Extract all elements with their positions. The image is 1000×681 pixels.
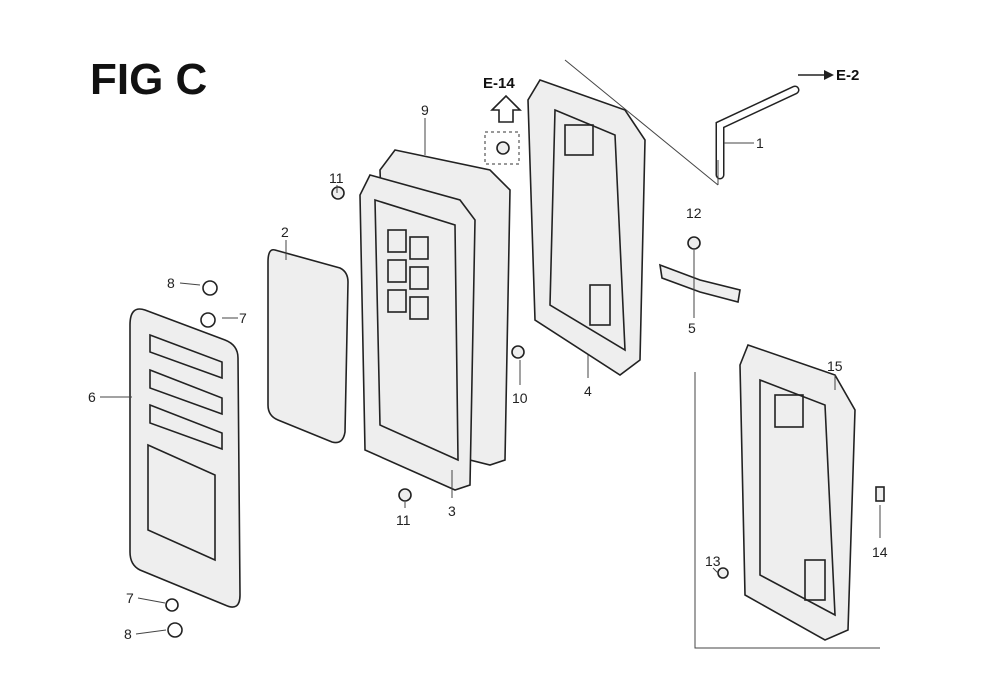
label-part-1: 1 — [756, 135, 764, 151]
ref-e14: E-14 — [483, 75, 515, 92]
label-part-5: 5 — [688, 320, 696, 336]
part-6-cover — [129, 308, 241, 608]
label-part-8a: 8 — [167, 275, 175, 291]
dashed-box — [484, 131, 520, 165]
label-part-4: 4 — [584, 383, 592, 399]
label-part-15: 15 — [827, 358, 843, 374]
label-part-11a: 11 — [329, 170, 344, 186]
right-arrow-icon — [824, 70, 834, 80]
label-part-11b: 11 — [396, 512, 411, 528]
label-part-10: 10 — [512, 390, 528, 406]
label-part-13: 13 — [705, 553, 721, 569]
label-part-8b: 8 — [124, 626, 132, 642]
label-part-7a: 7 — [239, 310, 247, 326]
label-part-7b: 7 — [126, 590, 134, 606]
figure-title: FIG C — [90, 55, 207, 104]
label-part-14: 14 — [872, 544, 888, 560]
label-part-6: 6 — [88, 389, 96, 405]
ref-e2: E-2 — [836, 67, 859, 84]
label-part-2: 2 — [281, 224, 289, 240]
up-arrow-icon — [490, 94, 522, 123]
part-2-filter — [267, 248, 349, 444]
label-part-9: 9 — [421, 102, 429, 118]
label-part-12: 12 — [686, 205, 702, 221]
nut-icon — [496, 141, 510, 155]
label-part-3: 3 — [448, 503, 456, 519]
